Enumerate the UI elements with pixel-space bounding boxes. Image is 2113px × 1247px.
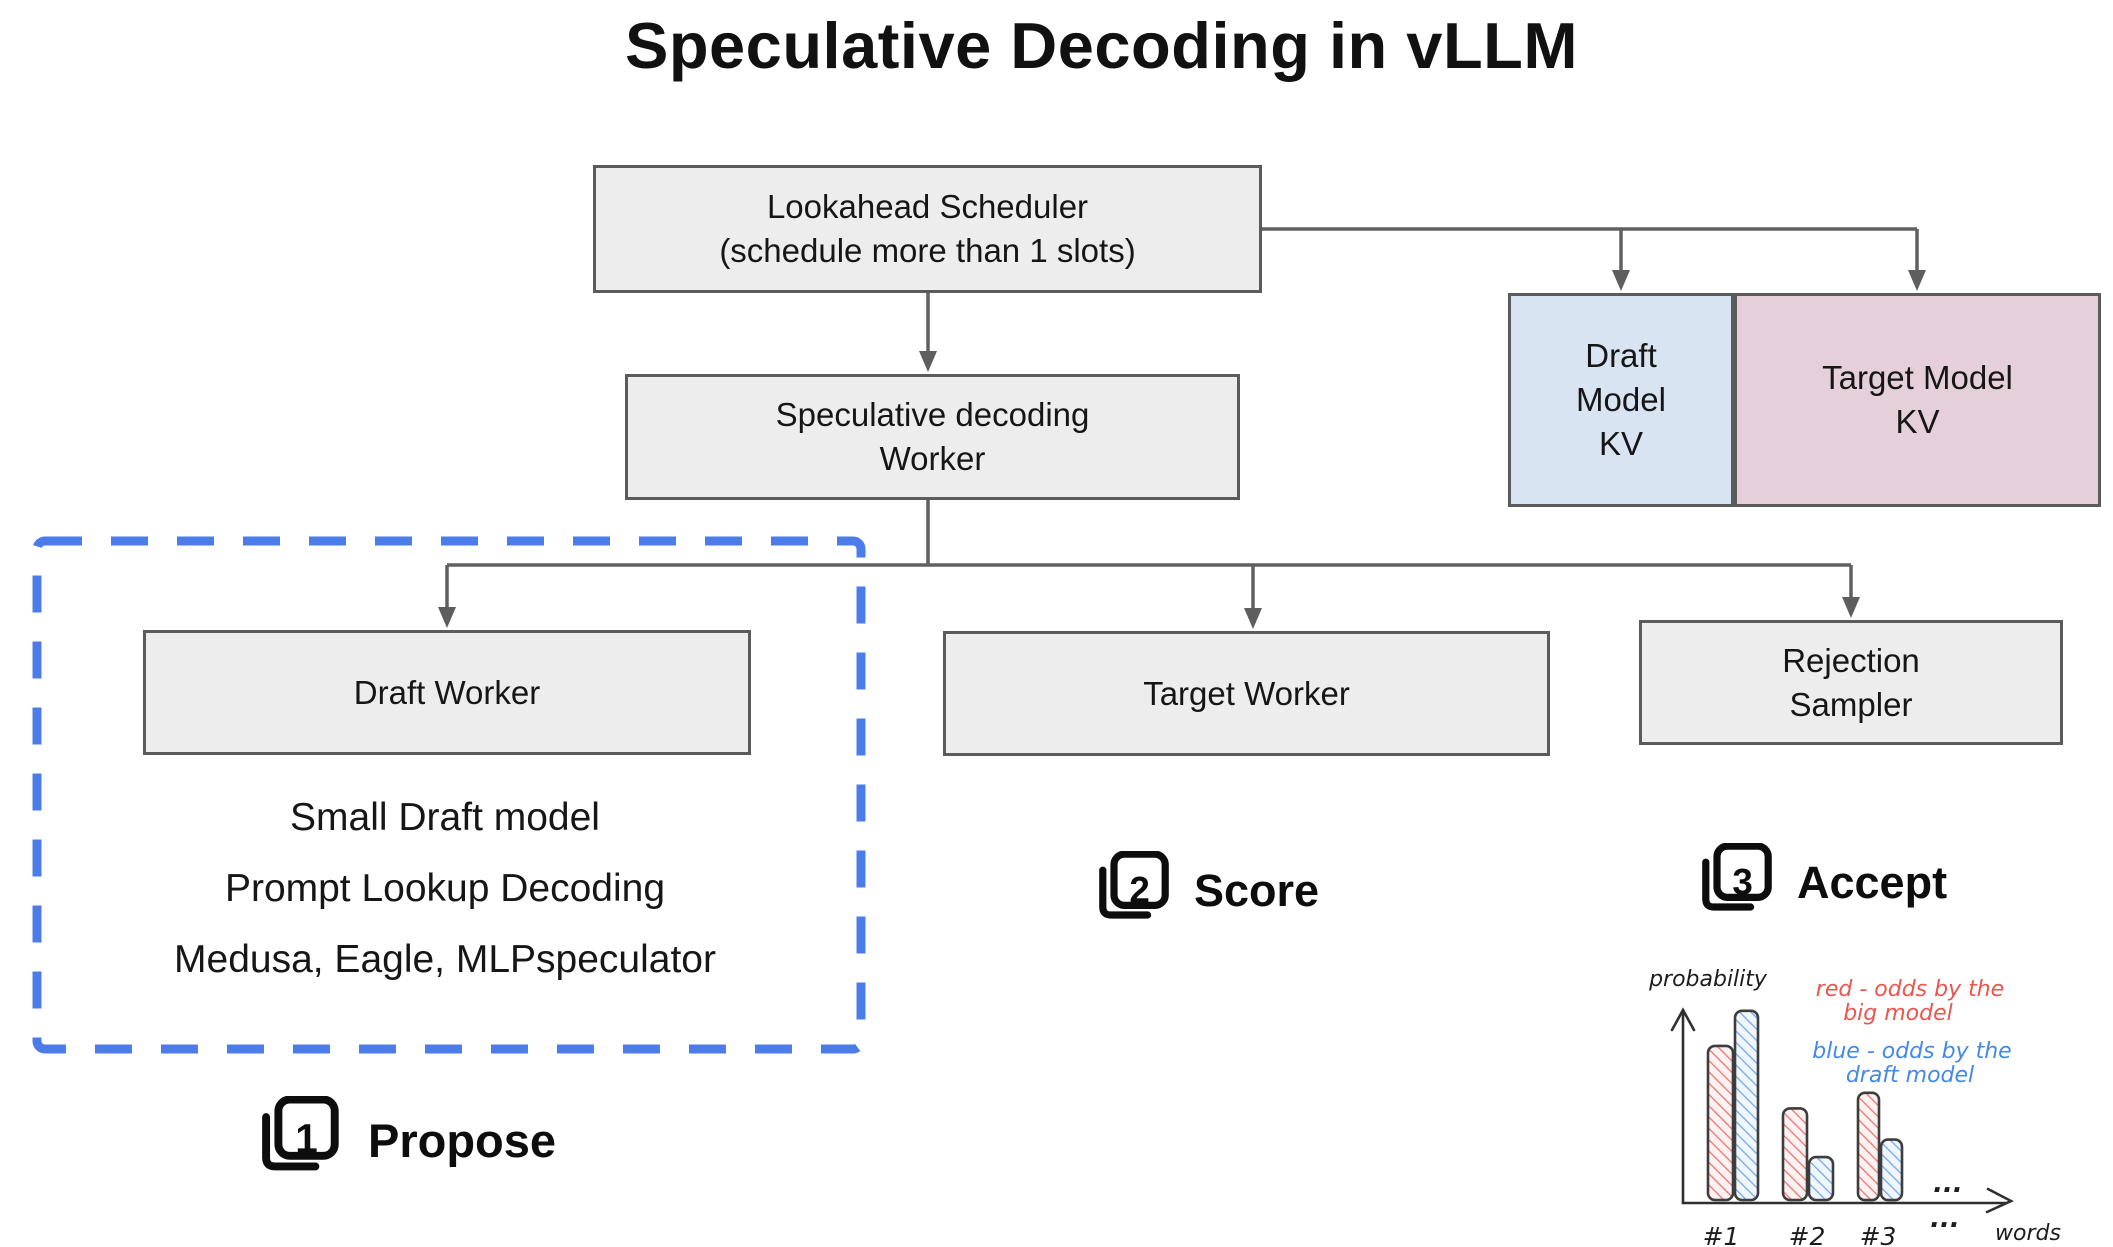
arrowhead-draft-worker [438,607,456,628]
draft-method-item: Small Draft model [290,796,600,839]
step-2-icon: 2 [1099,851,1169,919]
node-label-line: Draft Worker [353,673,541,711]
y-axis-arrowhead-icon [1670,1007,1696,1032]
node-draft-model-kv: Draft Model KV [1508,293,1734,507]
tick-label: #3 [1860,1222,1897,1247]
node-label-line: Sampler [1789,685,1913,723]
stacked-page-icon [1099,866,1152,919]
node-label-line: Model [1576,381,1666,418]
step-propose: 1 Propose [252,1096,556,1184]
node-target-model-kv: Target Model KV [1734,293,2101,507]
chart-bars [1706,1009,1904,1202]
node-rejection-sampler: Rejection Sampler [1639,620,2063,745]
node-lookahead-scheduler: Lookahead Scheduler (schedule more than … [593,165,1262,293]
bar-blue-2 [1807,1155,1835,1202]
legend-red-line-1: red - odds by the [1816,977,2004,1002]
step-3-icon: 3 [1702,843,1772,911]
node-target-worker: Target Worker [943,631,1550,756]
arrowhead-draft-kv [1612,270,1630,291]
node-label-line: (schedule more than 1 slots) [719,232,1136,269]
more-bars-ellipsis: ... [1933,1169,1963,1199]
node-label-line: Speculative decoding [775,396,1090,433]
chart-axes [1670,1007,2014,1214]
step-score: 2 Score [1090,850,1319,932]
bar-red-1 [1706,1044,1735,1202]
node-label-line: Worker [879,440,986,477]
x-axis-label: words [1995,1221,2061,1246]
arrowhead-target-kv [1908,270,1926,291]
connector-arrowheads [438,270,1926,629]
node-speculative-decoding-worker: Speculative decoding Worker [625,374,1240,500]
arrowhead-rejection-sampler [1842,597,1860,618]
stacked-page-icon [262,1113,320,1171]
connector-lines [445,227,1919,611]
node-label-line: Draft [1585,337,1657,374]
node-draft-worker: Draft Worker [143,630,751,755]
step-number: 3 [1732,861,1752,902]
probability-chart: probability words #1 #2 #3 ... ... red -… [1648,967,2061,1247]
node-label-line: Rejection [1782,641,1920,679]
node-label-line: KV [1895,403,1940,440]
more-categories-ellipsis: ... [1930,1204,1960,1234]
page-title: Speculative Decoding in vLLM [624,9,1579,82]
step-accept: 3 Accept [1693,842,1947,924]
arrowhead-spec-worker [919,351,937,372]
legend-red-line-2: big model [1843,1001,1953,1026]
step-label: Score [1194,865,1320,916]
step-number: 1 [295,1115,318,1161]
stacked-page-icon [1702,858,1755,911]
step-label: Propose [368,1113,557,1167]
bar-blue-3 [1879,1138,1904,1202]
node-label-line: Target Model [1822,359,2013,396]
number-frame-icon [1110,851,1169,909]
bar-blue-1 [1733,1009,1760,1202]
draft-method-item: Prompt Lookup Decoding [224,867,666,910]
step-label: Accept [1797,857,1948,908]
draft-method-item: Medusa, Eagle, MLPspeculator [174,938,716,981]
bar-red-2 [1781,1107,1809,1202]
propose-dashed-outline [32,536,866,1054]
step-number: 2 [1129,869,1149,910]
node-label-line: Lookahead Scheduler [766,188,1089,225]
step-1-icon: 1 [262,1096,339,1171]
tick-label: #1 [1703,1222,1740,1247]
arrowhead-target-worker [1244,608,1262,629]
legend-blue-line-2: draft model [1846,1063,1974,1088]
tick-label: #2 [1789,1222,1826,1247]
y-axis-label: probability [1648,967,1768,992]
node-label-line: Target Worker [1143,674,1350,712]
bar-red-3 [1856,1091,1881,1202]
number-frame-icon [1713,843,1772,901]
number-frame-icon [274,1096,339,1160]
legend-blue-line-1: blue - odds by the [1812,1039,2011,1064]
node-label-line: KV [1598,425,1644,462]
draft-methods-list: Small Draft model Prompt Lookup Decoding… [50,782,840,995]
x-axis-arrowhead-icon [1985,1187,2014,1214]
